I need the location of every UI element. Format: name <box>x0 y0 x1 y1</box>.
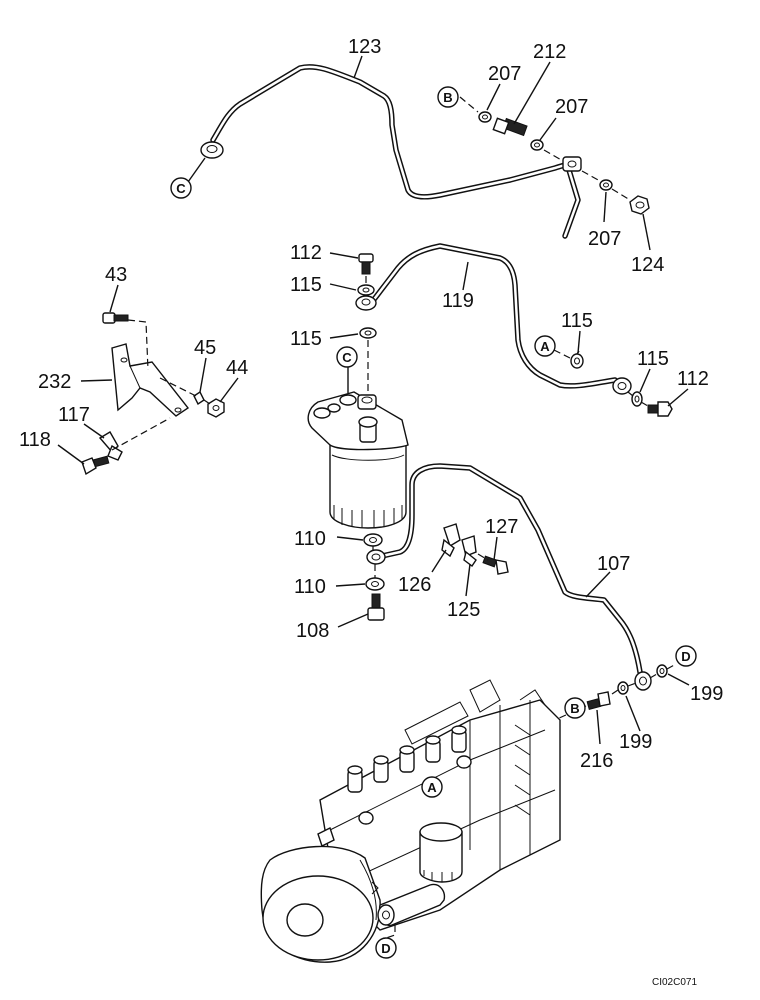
washer-207-a <box>478 111 492 123</box>
pump-filter-cup <box>419 822 463 883</box>
label-232: 232 <box>38 371 71 393</box>
label-115-d: 115 <box>637 348 669 370</box>
svg-text:B: B <box>443 90 452 105</box>
ref-circle-a-middle: A <box>534 335 556 357</box>
washer-115-c <box>570 353 584 369</box>
washer-199-b <box>656 664 668 678</box>
ref-circle-b-pump: B <box>564 697 586 719</box>
union-bolt-212 <box>492 117 528 137</box>
ref-circle-a-pump: A <box>421 776 443 798</box>
label-110-b: 110 <box>294 576 326 598</box>
label-107: 107 <box>597 553 630 575</box>
washer-110-a <box>363 533 383 547</box>
label-44: 44 <box>226 357 248 379</box>
svg-text:B: B <box>570 701 579 716</box>
svg-text:A: A <box>427 780 437 795</box>
washer-115-d <box>631 391 643 407</box>
label-207-a: 207 <box>488 63 521 85</box>
svg-text:A: A <box>540 339 550 354</box>
label-108: 108 <box>296 620 329 642</box>
svg-text:D: D <box>381 941 390 956</box>
label-207-c: 207 <box>588 228 621 250</box>
ref-circle-c-top: C <box>170 177 192 199</box>
nut-44 <box>207 398 225 418</box>
bracket-232 <box>111 343 190 417</box>
bolt-43 <box>102 312 129 324</box>
bolt-112-right <box>647 401 673 417</box>
label-119: 119 <box>442 290 474 312</box>
label-125: 125 <box>447 599 480 621</box>
label-212: 212 <box>533 41 566 63</box>
injection-pump <box>317 679 561 931</box>
label-115-b: 115 <box>290 328 322 350</box>
eye-fitting-107-left <box>366 549 386 565</box>
clip-45 <box>193 390 205 406</box>
fuel-pipe-123 <box>210 64 581 239</box>
ref-circle-d-bottom: D <box>375 937 397 959</box>
eye-fitting-119-right <box>612 377 632 395</box>
label-123: 123 <box>348 36 381 58</box>
washer-207-b <box>530 139 544 151</box>
ref-circle-c-filter: C <box>336 346 358 368</box>
label-45: 45 <box>194 337 216 359</box>
bolt-118 <box>81 455 110 476</box>
fuel-pipe-119 <box>369 243 618 389</box>
clip-117 <box>98 431 123 461</box>
eye-fitting-119-top <box>355 295 377 311</box>
bolt-127 <box>482 555 509 575</box>
clip-125 <box>461 535 477 568</box>
ref-circle-b-top: B <box>437 86 459 108</box>
label-124: 124 <box>631 254 664 276</box>
label-115-a: 115 <box>290 274 322 296</box>
svg-text:C: C <box>342 350 352 365</box>
eye-fitting-123-right <box>562 156 582 172</box>
label-216: 216 <box>580 750 613 772</box>
label-126: 126 <box>398 574 431 596</box>
eye-fitting-107-right <box>634 671 652 691</box>
bolt-216 <box>586 691 611 711</box>
dashed-assembly-lines-middle <box>365 276 649 407</box>
bolt-108 <box>367 593 385 621</box>
washer-199-a <box>617 681 629 695</box>
label-118: 118 <box>19 429 51 451</box>
label-207-b: 207 <box>555 96 588 118</box>
washer-115-b <box>359 327 377 339</box>
pump-outlet-fitting <box>371 881 446 927</box>
svg-text:D: D <box>681 649 690 664</box>
washer-207-c <box>599 179 613 191</box>
eye-fitting-123-left <box>200 141 224 159</box>
label-110-a: 110 <box>294 528 326 550</box>
label-112-right: 112 <box>677 368 709 390</box>
label-199-a: 199 <box>690 683 723 705</box>
washer-115-a <box>357 284 375 296</box>
label-43: 43 <box>105 264 127 286</box>
label-117: 117 <box>58 404 90 426</box>
fuel-pipe-107 <box>379 463 643 675</box>
cap-nut-124 <box>629 195 650 215</box>
fuel-filter <box>307 391 409 529</box>
bolt-112-top <box>358 253 374 275</box>
label-115-c: 115 <box>561 310 593 332</box>
label-199-b: 199 <box>619 731 652 753</box>
leader-lines <box>57 55 690 745</box>
dashed-assembly-lines-bracket <box>111 319 211 451</box>
label-112-top: 112 <box>290 242 322 264</box>
drawing-code: CI02C071 <box>652 977 697 988</box>
washer-110-b <box>365 577 385 591</box>
label-127: 127 <box>485 516 518 538</box>
dashed-assembly-lines-top <box>459 96 631 201</box>
svg-text:C: C <box>176 181 186 196</box>
ref-circle-d-right: D <box>675 645 697 667</box>
pump-drive-housing <box>260 845 381 963</box>
